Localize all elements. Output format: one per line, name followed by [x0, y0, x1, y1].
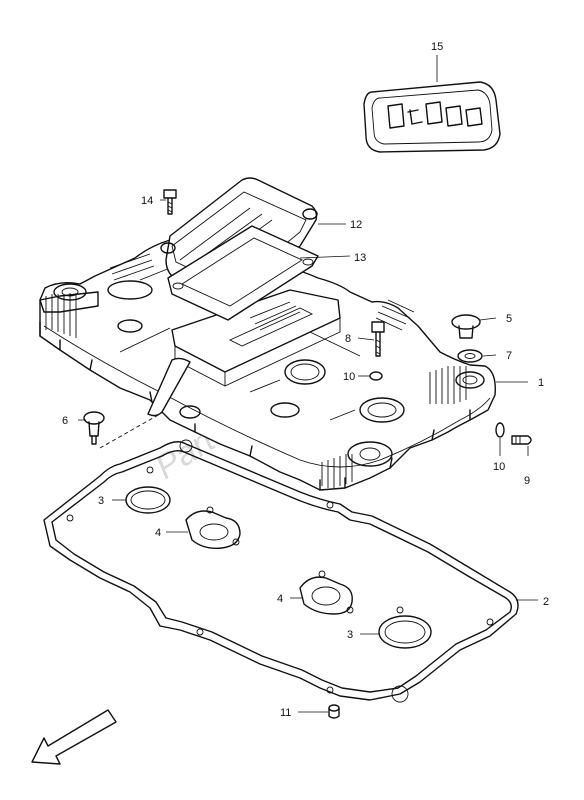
label-13: 13: [354, 252, 366, 264]
cylinder-head-cover: [39, 239, 496, 491]
label-4-lower: 4: [277, 593, 283, 605]
label-10-center: 10: [343, 371, 355, 383]
cap-5: [451, 314, 481, 339]
o-ring-4-lower: [299, 570, 354, 615]
label-14: 14: [141, 195, 153, 207]
bolt-9: [511, 435, 532, 445]
label-10-right: 10: [493, 461, 505, 473]
front-direction-icon: [31, 709, 117, 765]
bolt-8: [371, 321, 385, 357]
label-6: 6: [62, 415, 68, 427]
cover-gasket: [43, 439, 519, 703]
label-3-lower: 3: [347, 629, 353, 641]
washer-10-center: [369, 371, 383, 381]
cap-6: [83, 411, 105, 445]
part-number-labels: 15 14 12 13 5 8 7 10 1 6 10 9 3 4 2 4 3 …: [62, 41, 549, 719]
bolt-14: [163, 189, 177, 215]
label-8: 8: [345, 333, 351, 345]
label-4-upper: 4: [155, 527, 161, 539]
o-ring-3-upper: [125, 486, 171, 514]
label-15: 15: [431, 41, 443, 53]
label-11: 11: [280, 707, 291, 719]
pin-11: [328, 704, 340, 719]
washer-10-right: [495, 422, 505, 438]
o-ring-4-upper: [185, 506, 241, 550]
label-12: 12: [350, 219, 362, 231]
washer-7: [457, 349, 483, 363]
label-2: 2: [543, 596, 549, 608]
label-part: [363, 81, 501, 153]
leader-lines: [78, 199, 538, 713]
label-9: 9: [524, 475, 530, 487]
label-3-upper: 3: [98, 495, 104, 507]
breather-gasket: [167, 225, 319, 321]
o-ring-3-lower: [378, 606, 432, 649]
label-5: 5: [506, 313, 512, 325]
label-1: 1: [538, 377, 544, 389]
label-7: 7: [506, 350, 512, 362]
